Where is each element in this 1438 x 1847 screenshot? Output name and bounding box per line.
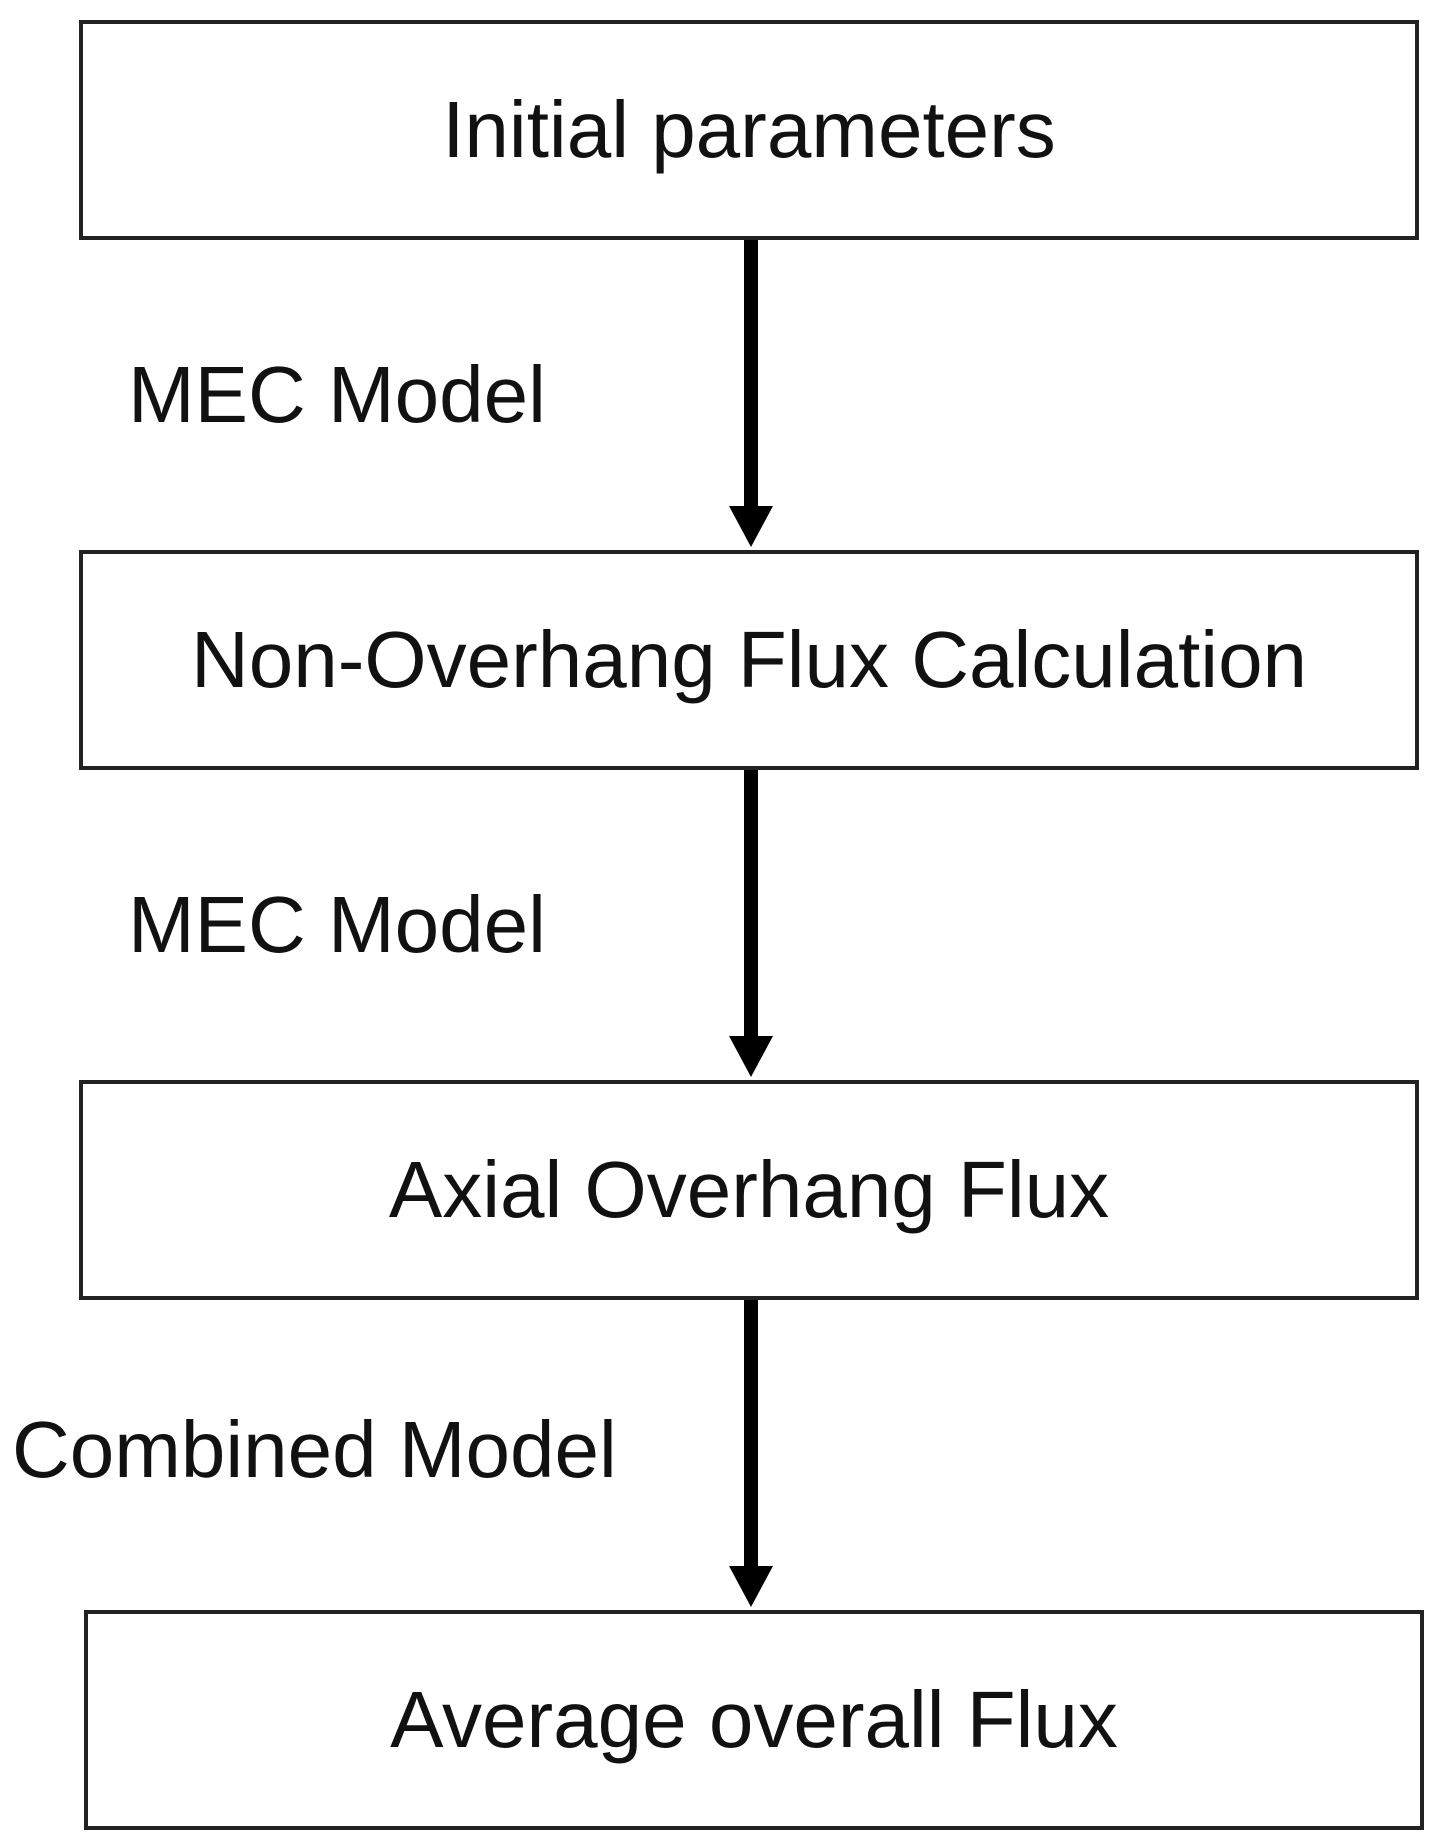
edge-label-mec-model-2: MEC Model [128, 880, 546, 969]
node-label: Non-Overhang Flux Calculation [190, 615, 1308, 704]
node-non-overhang-flux-calculation: Non-Overhang Flux Calculation [79, 550, 1419, 770]
edge-label-combined-model: Combined Model [12, 1405, 617, 1494]
node-label: Initial parameters [442, 85, 1056, 174]
node-average-overall-flux: Average overall Flux [84, 1610, 1424, 1830]
node-axial-overhang-flux: Axial Overhang Flux [79, 1080, 1419, 1300]
arrow-n2-n3 [729, 770, 773, 1077]
node-label: Average overall Flux [390, 1675, 1118, 1764]
edge-label-mec-model-1: MEC Model [128, 350, 546, 439]
arrow-n3-n4 [729, 1300, 773, 1607]
node-initial-parameters: Initial parameters [79, 20, 1419, 240]
arrow-n1-n2 [729, 240, 773, 547]
node-label: Axial Overhang Flux [388, 1145, 1110, 1234]
